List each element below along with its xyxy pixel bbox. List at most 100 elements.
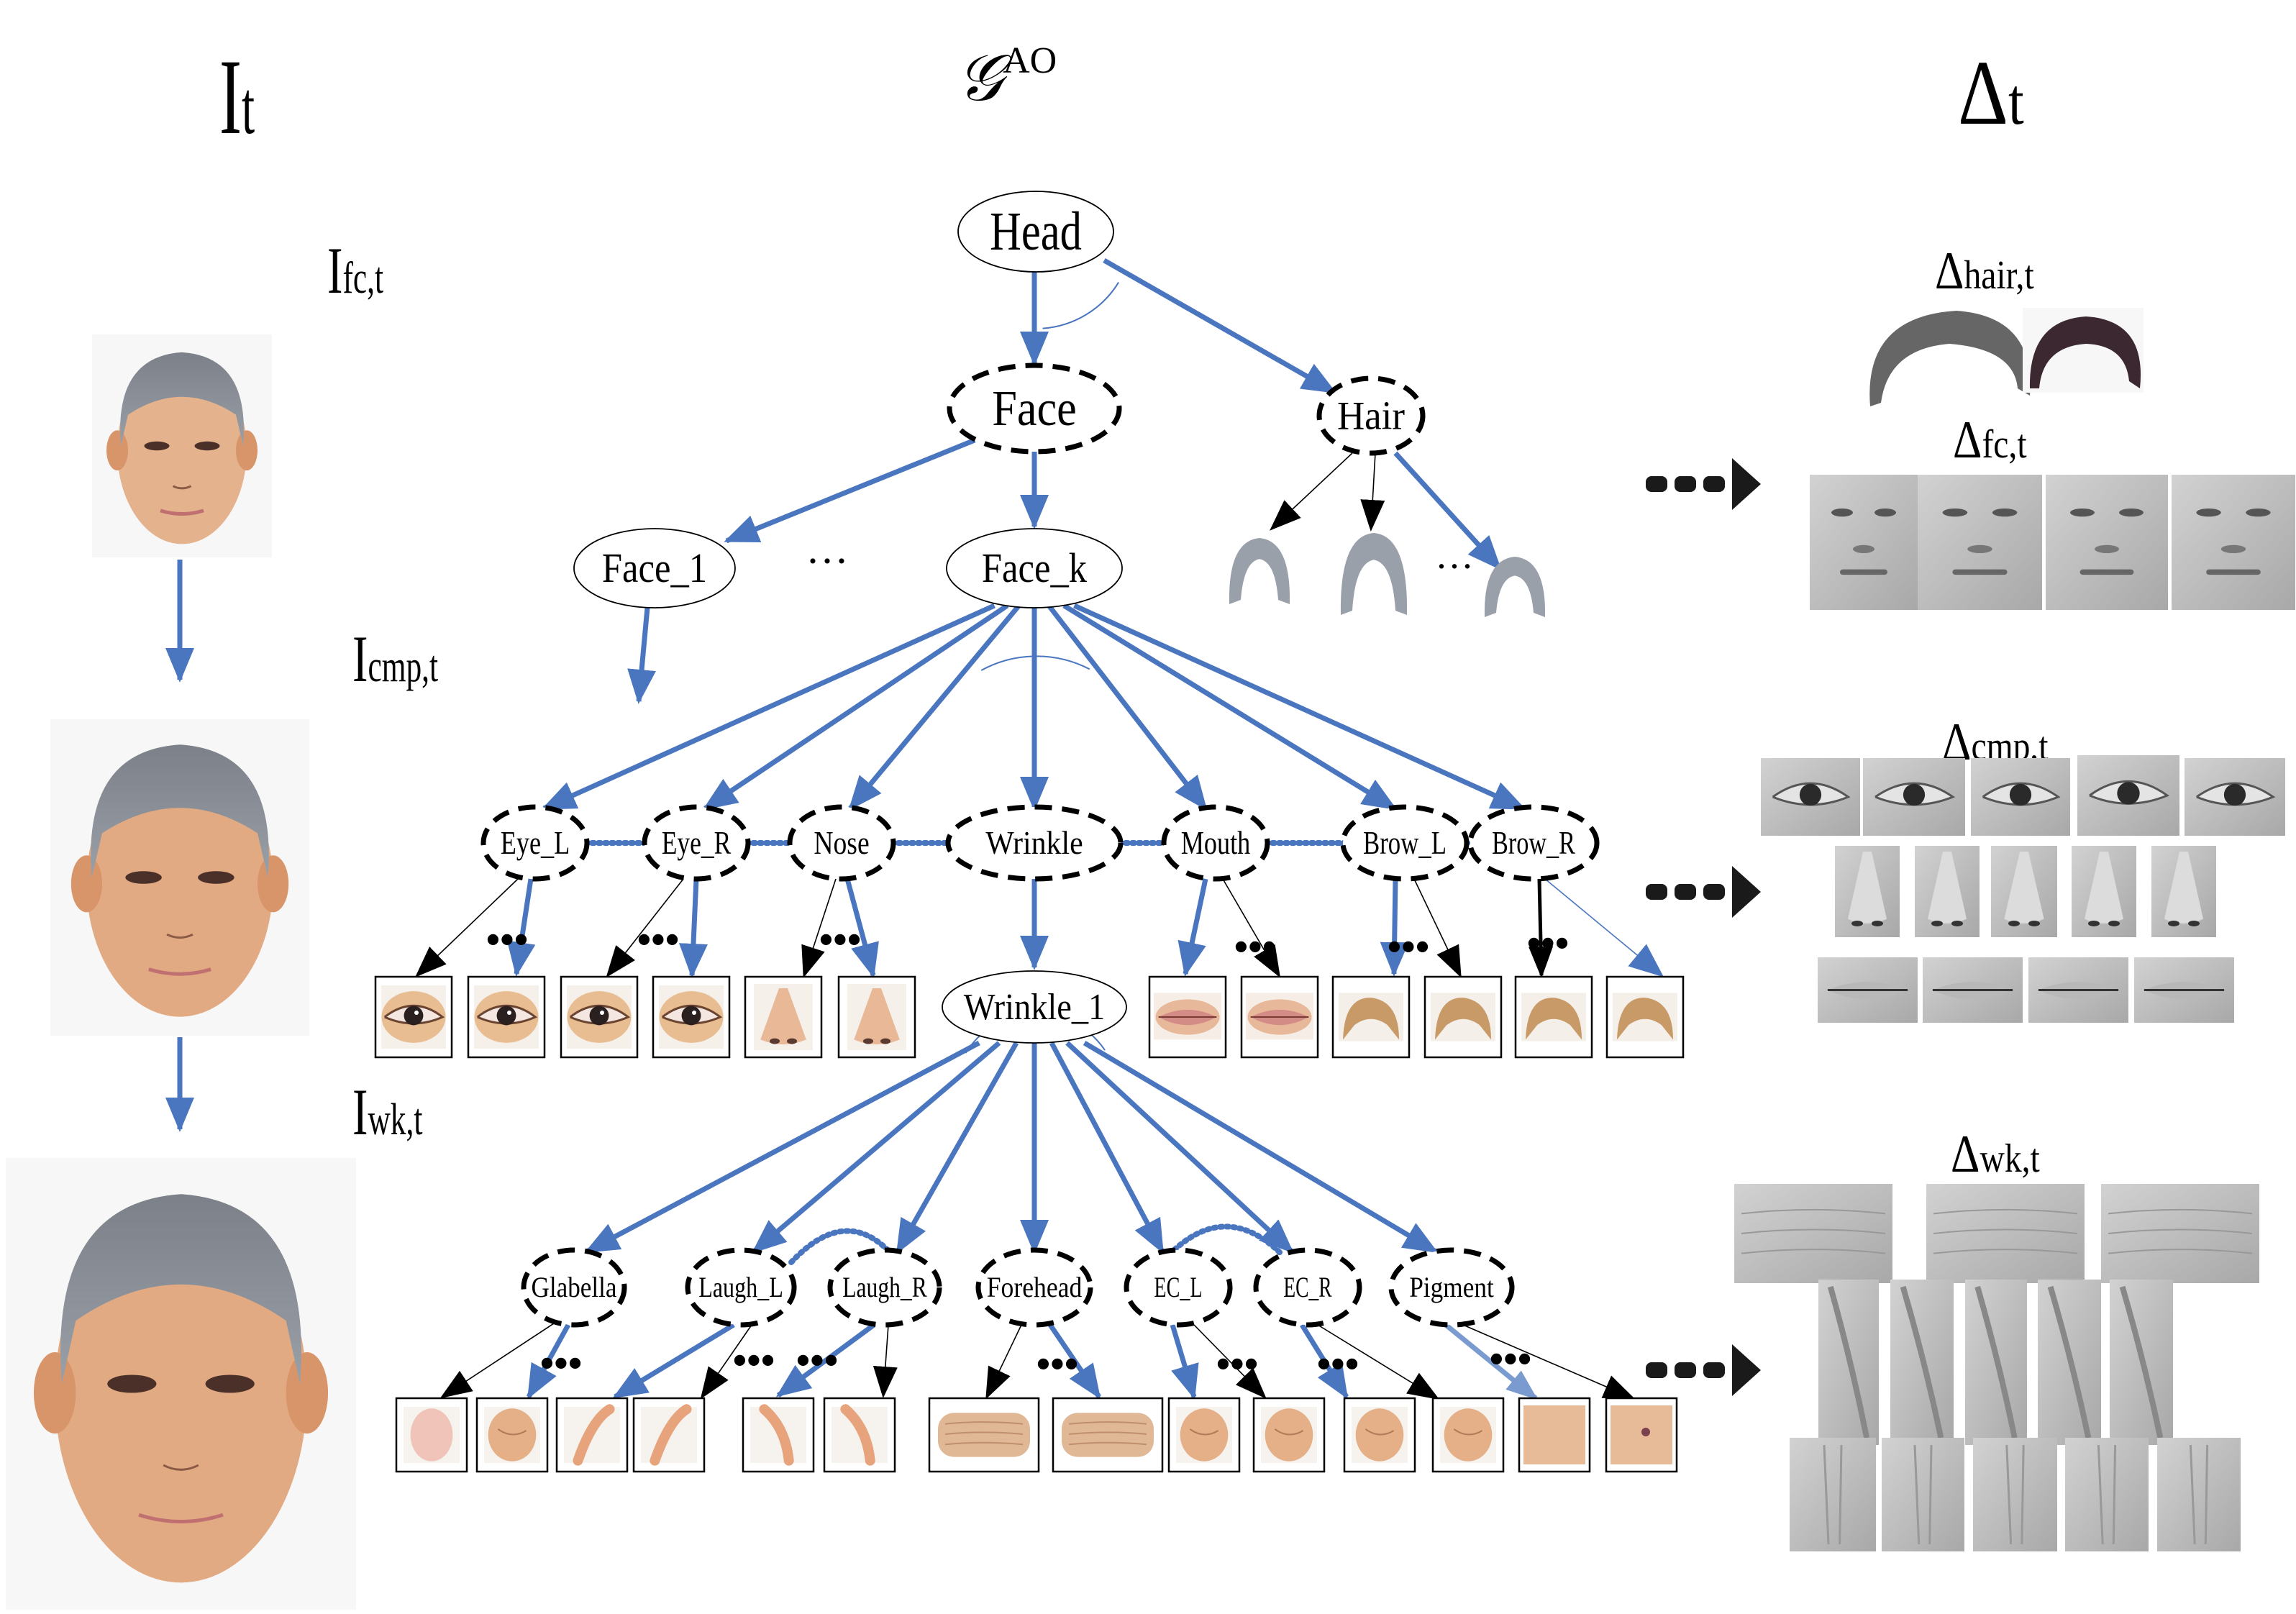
wrinkle-line bbox=[1741, 1249, 1886, 1254]
pigment-template-2 bbox=[1605, 1397, 1678, 1473]
ear-icon bbox=[286, 1352, 329, 1434]
brow-template-1 bbox=[1331, 975, 1411, 1059]
dash bbox=[1703, 884, 1725, 900]
dash bbox=[1675, 1362, 1696, 1378]
node-eye_l-shape bbox=[480, 804, 590, 882]
forehead-shape bbox=[938, 1413, 1030, 1457]
dash bbox=[1646, 884, 1667, 900]
label-main: I bbox=[352, 1075, 368, 1149]
delta-wk-forehead-1 bbox=[1734, 1184, 1892, 1283]
wrinkle-line bbox=[2204, 1444, 2209, 1545]
wrinkle-line bbox=[497, 1428, 527, 1436]
label-main: Δ bbox=[1935, 242, 1964, 301]
nostril-icon bbox=[2168, 920, 2179, 926]
patch-bg bbox=[1734, 1184, 1892, 1283]
node-face-k-shape bbox=[946, 528, 1123, 608]
hair-template-shape bbox=[1484, 557, 1546, 617]
node-laugh_l-label: Laugh_L bbox=[698, 1271, 783, 1303]
node-ec_l-label: EC_L bbox=[1154, 1271, 1202, 1303]
edge-face-face1 bbox=[724, 437, 976, 544]
brow-shape bbox=[1343, 998, 1399, 1040]
dash bbox=[1646, 476, 1667, 492]
wrinkle-line bbox=[2005, 1444, 2013, 1545]
edge-hair-tpl2 bbox=[1360, 452, 1385, 532]
edge-facek-mouth bbox=[1047, 603, 1208, 811]
hair-shape bbox=[120, 352, 244, 446]
ellipsis-dots-cmp-2: ••• bbox=[819, 918, 862, 962]
wrinkle-line bbox=[1189, 1428, 1219, 1436]
laugh-template-2 bbox=[632, 1397, 706, 1473]
ellipsis-dots-wk-2: ••• bbox=[796, 1339, 839, 1383]
ec-template-4 bbox=[1431, 1397, 1505, 1473]
graph-title-sup: AO bbox=[1003, 40, 1057, 81]
delta-wk-laugh-5 bbox=[2110, 1280, 2173, 1445]
edge-head-hair bbox=[1103, 257, 1337, 395]
brow-template-2 bbox=[1423, 975, 1503, 1059]
laugh-template-4 bbox=[823, 1397, 896, 1473]
laugh-line-shape bbox=[650, 1404, 692, 1466]
edge-eyer-t2 bbox=[678, 878, 708, 978]
patch-bg bbox=[2046, 475, 2168, 610]
label-main: I bbox=[327, 234, 343, 307]
graph-edges bbox=[165, 257, 1664, 1400]
glabella-template-2 bbox=[475, 1397, 549, 1473]
face-skin bbox=[55, 1203, 307, 1583]
eye-icon bbox=[1874, 509, 1896, 517]
title-sub: t bbox=[241, 65, 255, 150]
delta-wk-glabella-1 bbox=[1790, 1438, 1876, 1551]
edge-browr-t1 bbox=[1529, 878, 1554, 978]
nose-icon bbox=[1853, 544, 1874, 554]
edge-pigment-t1 bbox=[1444, 1323, 1539, 1400]
delta-wk-glabella-4 bbox=[2065, 1438, 2149, 1551]
delta-cmp-nose-4 bbox=[2072, 846, 2136, 937]
node-nose-shape bbox=[787, 804, 896, 882]
node-glabella-label: Glabella bbox=[532, 1271, 617, 1303]
node-ec_l-shape bbox=[1124, 1247, 1233, 1328]
edge-wrinkle1-laugh_l bbox=[751, 1041, 1001, 1254]
nose-icon bbox=[166, 933, 193, 939]
nostril-icon bbox=[1951, 920, 1963, 926]
pigment-spot bbox=[1641, 1428, 1650, 1436]
delta-hair-2 bbox=[2023, 308, 2144, 393]
nostril-icon bbox=[2028, 920, 2040, 926]
edge-hair-tpl1 bbox=[1270, 452, 1353, 531]
node-face-label: Face bbox=[992, 381, 1077, 437]
nostril-icon bbox=[1851, 920, 1863, 926]
wrinkle-line bbox=[2108, 1228, 2253, 1234]
nose-template-2 bbox=[837, 975, 916, 1059]
nostril-icon bbox=[1931, 920, 1943, 926]
edge-eyer-t1 bbox=[606, 878, 684, 978]
ellipsis-faces: ··· bbox=[806, 537, 849, 585]
eye-icon bbox=[2070, 509, 2095, 517]
delta-wk-laugh-1 bbox=[1818, 1280, 1879, 1445]
delta-wk-laugh-2 bbox=[1890, 1280, 1954, 1445]
edge-facek-brow_r bbox=[1073, 603, 1526, 811]
node-hair-shape bbox=[1316, 375, 1426, 456]
node-nose-label: Nose bbox=[814, 824, 869, 861]
laugh-template-1 bbox=[555, 1397, 629, 1473]
ear-icon bbox=[236, 430, 258, 471]
edge-nose-t1 bbox=[801, 878, 837, 978]
label-delta-fc: Δfc,t bbox=[1953, 414, 2027, 467]
nose-icon bbox=[172, 485, 192, 490]
patch-bg bbox=[1882, 1438, 1964, 1551]
edge-wrinkle1-glabella bbox=[584, 1040, 980, 1254]
ellipsis-dots-cmp-1: ••• bbox=[637, 918, 680, 962]
forehead-line bbox=[1068, 1441, 1147, 1446]
wrinkle-blob bbox=[410, 1408, 453, 1462]
node-wrinkle-1-shape bbox=[942, 970, 1127, 1044]
edge-laughl-t2 bbox=[700, 1324, 752, 1400]
forehead-line bbox=[944, 1431, 1024, 1435]
eye-icon bbox=[2119, 509, 2144, 517]
hair-template-k bbox=[1484, 557, 1546, 617]
nose-shape bbox=[2085, 852, 2123, 924]
dash bbox=[1646, 1362, 1667, 1378]
node-glabella-shape bbox=[521, 1247, 627, 1328]
ellipsis-dots-wk-3: ••• bbox=[1037, 1342, 1079, 1387]
node-eye_r-label: Eye_R bbox=[662, 824, 732, 861]
right-column-title: Δt bbox=[1958, 47, 2024, 139]
mouth-icon bbox=[148, 967, 211, 976]
nostril-icon bbox=[2188, 920, 2200, 926]
